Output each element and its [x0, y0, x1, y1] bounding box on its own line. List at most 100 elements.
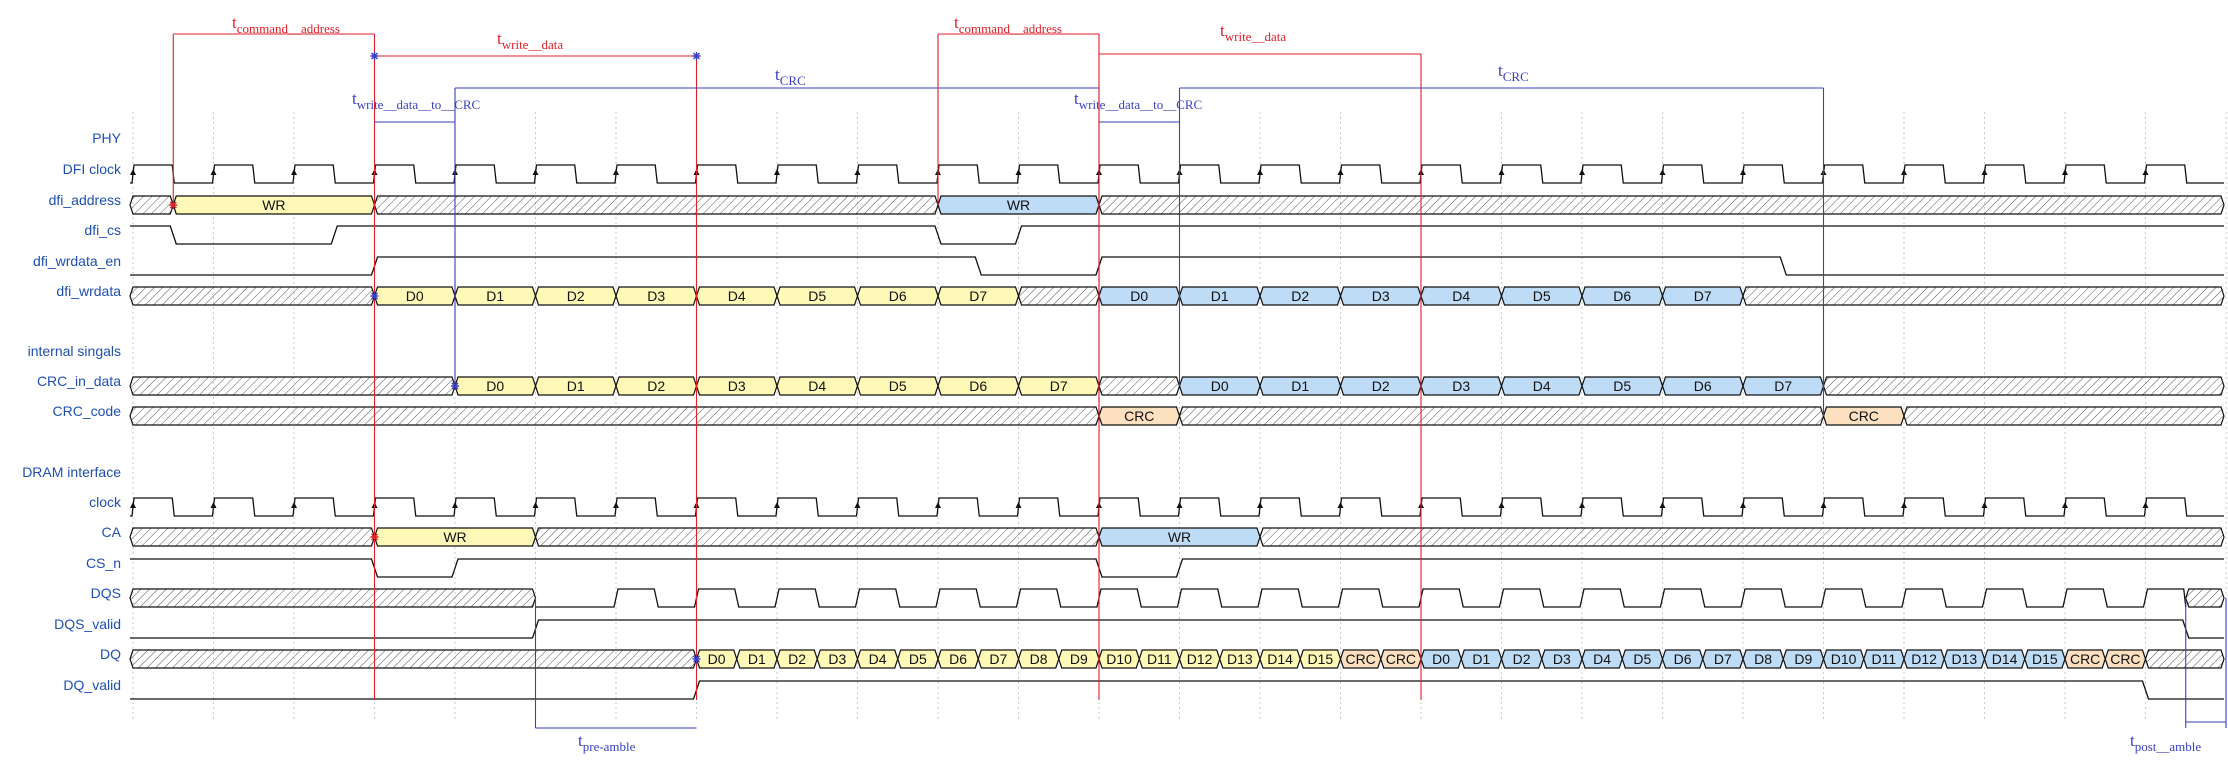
dq-wave-segment-label: CRC: [1345, 651, 1375, 667]
dram-clock-wave-edge-arrow: [1820, 502, 1827, 508]
signal-label-dfi-wrdata-en: dfi_wrdata_en: [33, 253, 121, 269]
signal-label-dq-valid: DQ_valid: [63, 677, 121, 693]
dq-wave-segment-label: D14: [1267, 651, 1293, 667]
dram-clock-wave-edge-arrow: [1498, 502, 1505, 508]
dfi-clock-wave-edge-arrow: [613, 169, 619, 175]
dq-wave-segment-label: D15: [1308, 651, 1334, 667]
dq-wave-segment-label: D12: [1187, 651, 1213, 667]
dq-wave-segment-label: D13: [1227, 651, 1253, 667]
signal-label-crc-code: CRC_code: [53, 403, 122, 419]
crc-in-data-wave-segment-label: D0: [1211, 378, 1229, 394]
dram-clock-wave-edge-arrow: [774, 502, 780, 508]
dq-wave-segment-label: D5: [1633, 651, 1651, 667]
crc-in-data-wave-segment-label: D3: [1452, 378, 1470, 394]
dfi-address-wave-segment-label: WR: [262, 197, 285, 213]
dram-clock-wave-edge-arrow: [1901, 502, 1907, 508]
ca-wave-idle: [534, 527, 1100, 547]
dram-clock-wave-edge-arrow: [130, 502, 136, 508]
dfi-clock-wave-edge-arrow: [1015, 169, 1022, 175]
dfi-wrdata-en-wave: [130, 256, 2224, 276]
group-label-internal: internal singals: [28, 343, 121, 359]
dq-wave-segment-label: CRC: [1386, 651, 1416, 667]
signal-label-dfi-clock: DFI clock: [63, 161, 122, 177]
timing-label-write-data-to-crc-1: twrite__data__to__CRC: [352, 89, 480, 112]
dram-clock-wave-edge-arrow: [854, 502, 861, 508]
crc-in-data-wave-segment-label: D7: [1050, 378, 1068, 394]
dfi-wrdata-wave-segment-label: D1: [1211, 288, 1229, 304]
dfi-clock-wave-edge-arrow: [1981, 169, 1988, 175]
dqs-valid-wave: [130, 619, 2224, 639]
timing-annotations: [169, 33, 2227, 729]
dfi-clock-wave-edge-arrow: [291, 169, 297, 175]
dfi-wrdata-wave-segment-label: D7: [969, 288, 987, 304]
dram-clock-wave-edge-arrow: [613, 502, 619, 508]
dq-wave-segment-label: CRC: [2110, 651, 2140, 667]
timing-label-crc-2: tCRC: [1498, 61, 1529, 84]
dqs-wave: [535, 588, 2187, 608]
dq-wave-segment-label: D13: [1952, 651, 1978, 667]
dfi-wrdata-wave-segment-label: D7: [1694, 288, 1712, 304]
dq-wave-idle: [2144, 649, 2225, 669]
signal-label-crc-in-data: CRC_in_data: [37, 373, 121, 389]
dfi-wrdata-wave-idle: [1742, 286, 2225, 306]
dram-clock-wave-edge-arrow: [532, 502, 539, 508]
dq-wave-segment-label: D12: [1911, 651, 1937, 667]
dq-wave-segment-label: D1: [1472, 651, 1490, 667]
dfi-address-wave-idle: [1098, 195, 2225, 215]
dram-clock-wave-edge-arrow: [1740, 502, 1746, 508]
ca-wave-idle: [129, 527, 376, 547]
dram-clock-wave-edge-arrow: [1176, 502, 1183, 508]
ca-wave-idle: [1259, 527, 2225, 547]
write-star: [692, 52, 701, 60]
crc-in-data-wave-segment-label: D5: [889, 378, 907, 394]
signal-label-dq: DQ: [100, 646, 121, 662]
dq-wave-segment-label: D9: [1070, 651, 1088, 667]
signal-label-dfi-wrdata: dfi_wrdata: [56, 283, 121, 299]
dfi-clock-wave-edge-arrow: [1337, 169, 1344, 175]
dfi-wrdata-wave-segment-label: D4: [728, 288, 746, 304]
dfi-clock-wave-edge-arrow: [774, 169, 780, 175]
timing-label-write-data-to-crc-2: twrite__data__to__CRC: [1074, 89, 1202, 112]
dfi-wrdata-wave-segment-label: D0: [1130, 288, 1148, 304]
crc-code-wave-idle: [1903, 406, 2225, 426]
dq-wave-segment-label: D5: [909, 651, 927, 667]
dq-wave-segment-label: D4: [1593, 651, 1611, 667]
dq-wave-segment-label: D4: [869, 651, 887, 667]
signal-label-dfi-address: dfi_address: [49, 192, 121, 208]
dfi-wrdata-wave-idle: [129, 286, 376, 306]
dram-clock-wave-edge-arrow: [1015, 502, 1022, 508]
dq-wave-idle: [129, 649, 698, 669]
dfi-clock-wave-edge-arrow: [532, 169, 539, 175]
dfi-clock-wave-edge-arrow: [1257, 169, 1263, 175]
dq-wave-segment-label: D8: [1030, 651, 1048, 667]
dram-clock-wave-edge-arrow: [1659, 502, 1666, 508]
dq-wave-segment-label: D2: [1513, 651, 1531, 667]
dfi-clock-wave-edge-arrow: [1659, 169, 1666, 175]
dfi-wrdata-wave-segment-label: D5: [808, 288, 826, 304]
crc-in-data-wave-segment-label: D7: [1774, 378, 1792, 394]
crc-code-wave-idle: [129, 406, 1100, 426]
dfi-wrdata-wave-segment-label: D1: [486, 288, 504, 304]
timing-label-command-address-1: tcommand__address: [232, 13, 340, 36]
dfi-clock-wave-edge-arrow: [2142, 169, 2149, 175]
dram-clock-wave-edge-arrow: [452, 502, 458, 508]
dq-wave-segment-label: D10: [1831, 651, 1857, 667]
dq-wave-segment-label: D6: [949, 651, 967, 667]
write-star: [692, 655, 701, 663]
signal-label-dqs-valid: DQS_valid: [54, 616, 121, 632]
signal-label-clock: clock: [89, 494, 122, 510]
crc-in-data-wave-segment-label: D0: [486, 378, 504, 394]
dfi-address-wave-segment-label: WR: [1007, 197, 1030, 213]
ca-wave-segment-label: WR: [1168, 529, 1191, 545]
ca-wave-segment-label: WR: [443, 529, 466, 545]
dq-wave-segment-label: D11: [1872, 651, 1897, 667]
crc-in-data-wave-segment-label: D2: [1372, 378, 1390, 394]
dfi-wrdata-wave-segment-label: D3: [1372, 288, 1390, 304]
crc-in-data-wave-idle: [1822, 376, 2225, 396]
dram-clock-wave-edge-arrow: [2062, 502, 2068, 508]
dfi-wrdata-wave-idle: [1017, 286, 1100, 306]
dq-wave-segment-label: D15: [2032, 651, 2058, 667]
dq-wave-segment-label: D8: [1754, 651, 1772, 667]
